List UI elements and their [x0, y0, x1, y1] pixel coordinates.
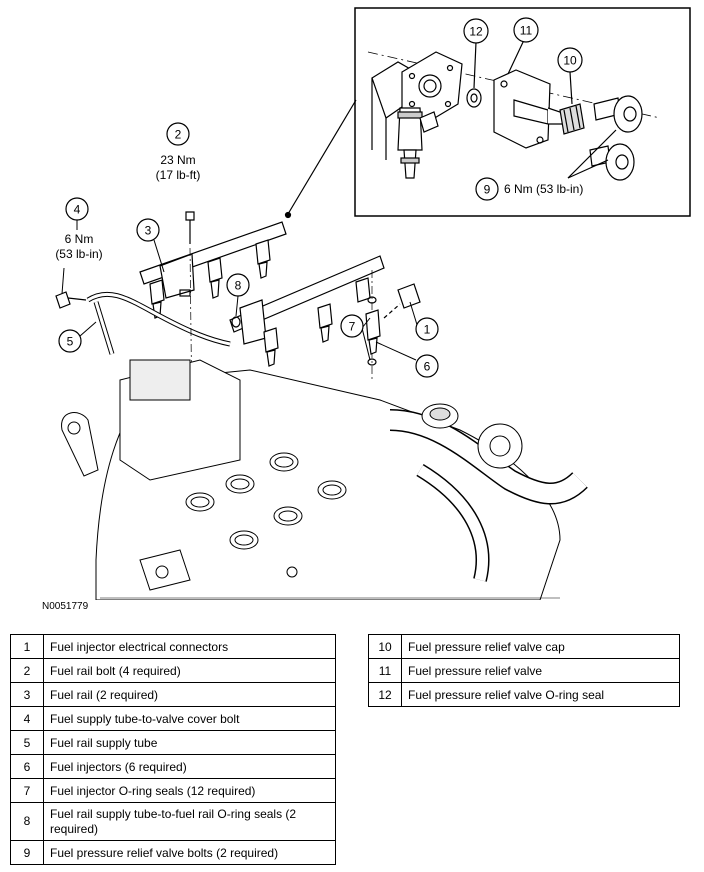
legend-description: Fuel rail supply tube-to-fuel rail O-rin…: [43, 802, 336, 841]
legend-row: 3 Fuel rail (2 required): [10, 682, 336, 707]
legend-row: 9 Fuel pressure relief valve bolts (2 re…: [10, 840, 336, 865]
legend-row: 1 Fuel injector electrical connectors: [10, 634, 336, 659]
callout-4: 4: [65, 197, 89, 221]
legend-row: 11 Fuel pressure relief valve: [368, 658, 680, 683]
legend-row: 8 Fuel rail supply tube-to-fuel rail O-r…: [10, 802, 336, 841]
svg-text:4: 4: [74, 203, 81, 217]
callout-5: 5: [58, 329, 82, 353]
legend-description: Fuel rail supply tube: [43, 730, 336, 755]
svg-text:10: 10: [563, 54, 577, 68]
legend-number: 8: [10, 802, 44, 841]
callout-10: 10: [557, 47, 583, 73]
torque-2-lbft: (17 lb-ft): [156, 168, 201, 182]
svg-text:2: 2: [175, 128, 182, 142]
legend-row: 5 Fuel rail supply tube: [10, 730, 336, 755]
inset-leader-line: [287, 99, 357, 215]
legend-description: Fuel injector O-ring seals (12 required): [43, 778, 336, 803]
callout-3: 3: [136, 218, 160, 242]
legend-table-left: 1 Fuel injector electrical connectors 2 …: [10, 634, 336, 865]
legend-number: 1: [10, 634, 44, 659]
legend-number: 11: [368, 658, 402, 683]
legend-number: 7: [10, 778, 44, 803]
legend-description: Fuel pressure relief valve bolts (2 requ…: [43, 840, 336, 865]
legend-row: 7 Fuel injector O-ring seals (12 require…: [10, 778, 336, 803]
legend-description: Fuel rail bolt (4 required): [43, 658, 336, 683]
callout-11: 11: [513, 17, 539, 43]
legend-number: 12: [368, 682, 402, 707]
callout-leaders: [61, 219, 419, 361]
legend-row: 6 Fuel injectors (6 required): [10, 754, 336, 779]
relief-valve-detail-inset: [354, 7, 691, 217]
svg-text:11: 11: [520, 24, 533, 38]
legend-description: Fuel pressure relief valve: [401, 658, 680, 683]
figure-id: N0051779: [42, 601, 89, 612]
legend-description: Fuel pressure relief valve O-ring seal: [401, 682, 680, 707]
legend-description: Fuel supply tube-to-valve cover bolt: [43, 706, 336, 731]
svg-text:1: 1: [424, 323, 431, 337]
svg-text:12: 12: [469, 25, 483, 39]
callout-6: 6: [415, 354, 439, 378]
svg-text:6: 6: [424, 360, 431, 374]
engine-assembly-drawing: [61, 359, 588, 600]
legend-row: 12 Fuel pressure relief valve O-ring sea…: [368, 682, 680, 707]
legend-number: 4: [10, 706, 44, 731]
svg-text:9: 9: [484, 183, 491, 197]
legend-description: Fuel injector electrical connectors: [43, 634, 336, 659]
torque-4-lbin: (53 lb-in): [55, 247, 102, 261]
legend-row: 10 Fuel pressure relief valve cap: [368, 634, 680, 659]
svg-text:5: 5: [67, 335, 74, 349]
callout-9: 9: [475, 177, 499, 201]
fuel-rails-drawing: [55, 211, 421, 421]
svg-text:3: 3: [145, 224, 152, 238]
legend-row: 4 Fuel supply tube-to-valve cover bolt: [10, 706, 336, 731]
legend-table-right: 10 Fuel pressure relief valve cap 11 Fue…: [368, 634, 680, 707]
legend-number: 10: [368, 634, 402, 659]
torque-4-nm: 6 Nm: [65, 232, 94, 246]
torque-2-nm: 23 Nm: [160, 153, 195, 167]
legend-number: 3: [10, 682, 44, 707]
legend-row: 2 Fuel rail bolt (4 required): [10, 658, 336, 683]
callout-7: 7: [340, 314, 364, 338]
exploded-fuel-rail-diagram: 1 2 3 4 5 6 7 8 9 10 11 12: [55, 7, 691, 600]
legend-number: 6: [10, 754, 44, 779]
svg-text:8: 8: [235, 279, 242, 293]
torque-9: 6 Nm (53 lb-in): [504, 182, 583, 196]
callout-8: 8: [226, 273, 250, 297]
callout-2: 2: [166, 122, 190, 146]
legend-description: Fuel injectors (6 required): [43, 754, 336, 779]
legend-number: 9: [10, 840, 44, 865]
legend-number: 5: [10, 730, 44, 755]
svg-text:7: 7: [349, 320, 356, 334]
inset-anchor-dot: [284, 211, 292, 219]
callout-12: 12: [463, 18, 489, 44]
legend-description: Fuel pressure relief valve cap: [401, 634, 680, 659]
legend-description: Fuel rail (2 required): [43, 682, 336, 707]
callout-1: 1: [415, 317, 439, 341]
legend-number: 2: [10, 658, 44, 683]
